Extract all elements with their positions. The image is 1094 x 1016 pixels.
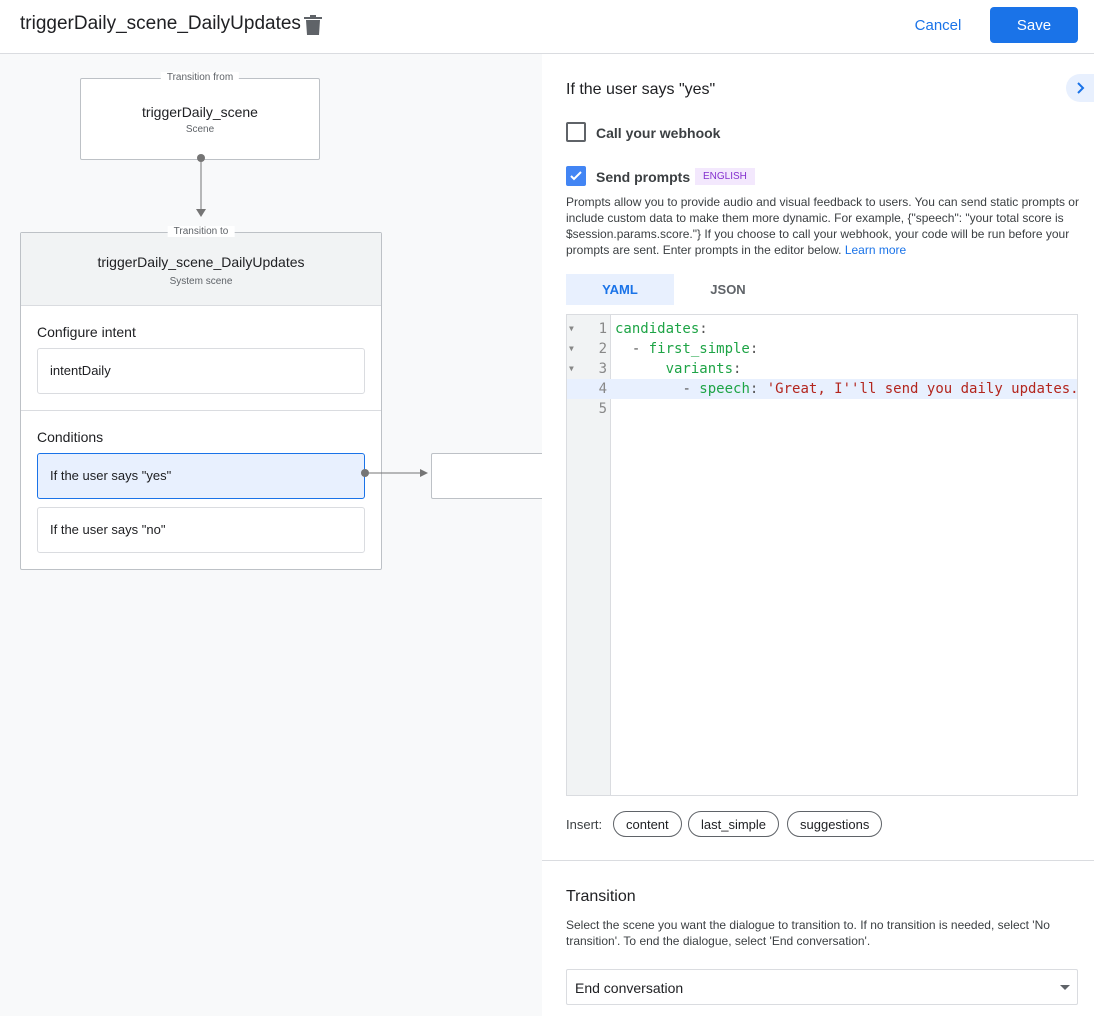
save-button[interactable]: Save bbox=[990, 7, 1078, 43]
configure-intent-heading: Configure intent bbox=[37, 324, 136, 340]
transition-select-value: End conversation bbox=[575, 980, 684, 996]
chevron-right-icon bbox=[1077, 82, 1085, 94]
condition-arrow bbox=[361, 469, 428, 477]
code-line: ▼3 variants: bbox=[569, 361, 742, 377]
to-scene-type: System scene bbox=[169, 276, 233, 287]
yaml-key: candidates bbox=[615, 321, 700, 337]
line-number: 4 bbox=[598, 381, 607, 397]
condition-panel: If the user says "yes" Call your webhook… bbox=[542, 54, 1094, 1016]
from-scene-name: triggerDaily_scene bbox=[142, 104, 258, 120]
code-line: 5 bbox=[567, 399, 1077, 419]
transition-heading: Transition bbox=[566, 888, 636, 905]
webhook-checkbox[interactable] bbox=[566, 122, 586, 142]
line-number: 5 bbox=[598, 401, 607, 417]
line-number: 1 bbox=[598, 321, 607, 337]
collapse-panel-button[interactable] bbox=[1066, 74, 1094, 102]
insert-chip-last-simple[interactable]: last_simple bbox=[688, 811, 780, 837]
language-badge: ENGLISH bbox=[695, 168, 755, 185]
condition-no[interactable]: If the user says "no" bbox=[37, 507, 365, 553]
panel-heading: If the user says "yes" bbox=[566, 81, 716, 98]
flow-canvas[interactable]: Transition from triggerDaily_scene Scene… bbox=[0, 54, 542, 1016]
yaml-key: first_simple bbox=[648, 341, 750, 357]
tab-json[interactable]: JSON bbox=[710, 282, 746, 297]
line-number: 2 bbox=[598, 341, 607, 357]
insert-label: Insert: bbox=[566, 817, 603, 832]
transition-to-node: Transition to triggerDaily_scene_DailyUp… bbox=[20, 226, 382, 570]
webhook-label: Call your webhook bbox=[596, 125, 721, 141]
learn-more-link[interactable]: Learn more bbox=[844, 243, 907, 257]
conditions-heading: Conditions bbox=[37, 429, 104, 445]
condition-yes[interactable]: If the user says "yes" bbox=[37, 453, 365, 499]
send-prompts-label: Send prompts bbox=[596, 169, 691, 185]
tab-yaml[interactable]: YAML bbox=[566, 274, 674, 305]
transition-select[interactable]: End conversation bbox=[566, 969, 1078, 1005]
send-prompts-checkbox[interactable] bbox=[566, 166, 586, 186]
connector-arrow bbox=[196, 154, 206, 217]
top-bar: triggerDaily_scene_DailyUpdates Cancel S… bbox=[0, 0, 1094, 54]
yaml-value: 'Great, I''ll send you daily updates. bbox=[758, 381, 1079, 397]
transition-description: Select the scene you want the dialogue t… bbox=[566, 918, 1050, 948]
page-title: triggerDaily_scene_DailyUpdates bbox=[20, 13, 301, 34]
line-number: 3 bbox=[598, 361, 607, 377]
trash-icon[interactable] bbox=[304, 15, 322, 35]
insert-chip-content[interactable]: content bbox=[613, 811, 682, 837]
insert-chip-suggestions[interactable]: suggestions bbox=[787, 811, 883, 837]
code-line: 4 - speech: 'Great, I''ll send you daily… bbox=[567, 379, 1079, 399]
cancel-button[interactable]: Cancel bbox=[904, 9, 972, 41]
dropdown-arrow-icon bbox=[1060, 985, 1070, 990]
code-line: ▼2 - first_simple: bbox=[569, 341, 759, 357]
yaml-key: speech bbox=[699, 381, 750, 397]
transition-to-label: Transition to bbox=[167, 226, 235, 237]
transition-from-label: Transition from bbox=[160, 72, 240, 83]
intent-item[interactable]: intentDaily bbox=[37, 348, 365, 394]
check-icon bbox=[570, 171, 582, 181]
yaml-key: variants bbox=[665, 361, 734, 377]
target-scene-node[interactable] bbox=[431, 453, 542, 499]
from-scene-type: Scene bbox=[185, 124, 215, 135]
transition-from-node[interactable]: Transition from triggerDaily_scene Scene bbox=[80, 72, 320, 160]
prompts-description: Prompts allow you to provide audio and v… bbox=[566, 195, 1079, 257]
to-scene-name: triggerDaily_scene_DailyUpdates bbox=[97, 254, 305, 270]
